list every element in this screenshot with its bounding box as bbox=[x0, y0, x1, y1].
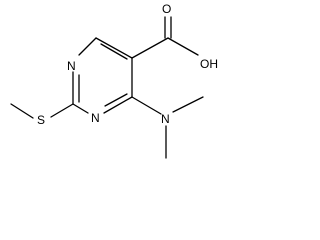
ring-nitrogen-bottom-label: N bbox=[91, 111, 100, 125]
ring-bond-c6-c5 bbox=[95, 37, 133, 59]
bond-c4-n bbox=[131, 96, 162, 115]
structure-canvas: O OH N N S N bbox=[10, 2, 218, 159]
ring-bond-c6-n1 bbox=[78, 37, 97, 56]
bond-c-oh bbox=[167, 37, 199, 56]
bond-n-methyl-right bbox=[172, 96, 204, 113]
sulfur-label: S bbox=[37, 113, 45, 127]
bond-s-methyl bbox=[10, 103, 34, 119]
ring-bond-c6-c5-inner bbox=[100, 43, 128, 60]
ring-bond-c2-n3 bbox=[72, 103, 89, 114]
carbonyl-oxygen-label: O bbox=[162, 2, 171, 16]
molecule-diagram: O OH N N S N bbox=[10, 2, 218, 159]
bond-c2-s bbox=[50, 103, 74, 118]
ring-bond-n3-c4-inner bbox=[104, 93, 128, 107]
ring-nitrogen-top-label: N bbox=[67, 59, 76, 73]
amine-nitrogen-label: N bbox=[161, 112, 170, 126]
bond-c5-carboxyl-c bbox=[131, 37, 169, 59]
hydroxyl-label: OH bbox=[200, 57, 218, 71]
ring-bond-n3-c4 bbox=[103, 96, 133, 114]
